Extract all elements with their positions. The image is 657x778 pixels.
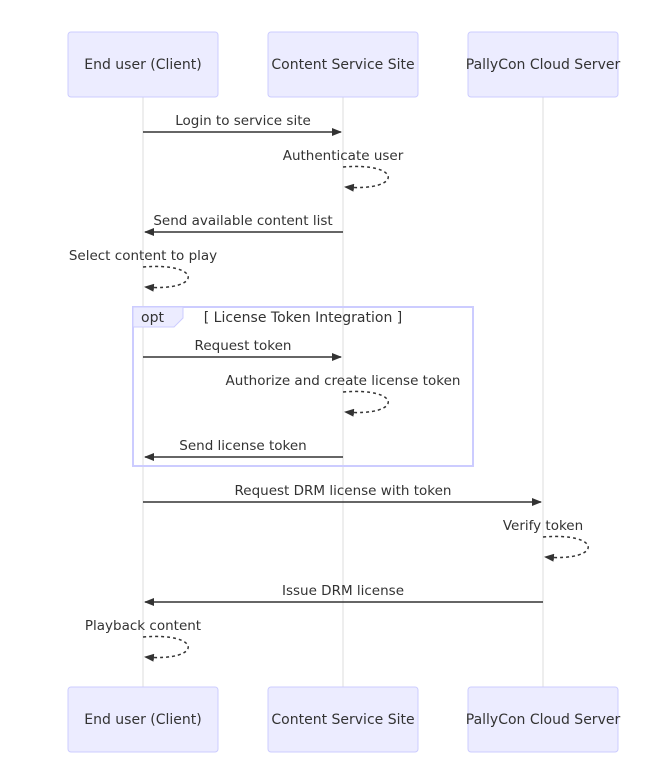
opt-tab xyxy=(132,306,184,328)
message-select-content-loop xyxy=(142,265,189,292)
message-content-list: Send available content list xyxy=(144,213,343,236)
message-send-token-label: Send license token xyxy=(179,438,306,454)
actor-site-bottom: Content Service Site xyxy=(267,686,419,753)
message-request-drm: Request DRM license with token xyxy=(143,483,542,506)
message-request-drm-label: Request DRM license with token xyxy=(235,483,452,499)
message-authorize-loop xyxy=(342,390,389,417)
message-authenticate: Authenticate user xyxy=(283,148,404,192)
message-content-list-label: Send available content list xyxy=(153,213,332,229)
opt-keyword: opt xyxy=(141,310,164,326)
opt-fragment: opt [ License Token Integration ] xyxy=(132,306,474,467)
message-issue-drm-label: Issue DRM license xyxy=(282,583,404,599)
message-authenticate-label: Authenticate user xyxy=(283,148,404,164)
actor-cloud-top: PallyCon Cloud Server xyxy=(466,31,621,98)
actor-cloud-label: PallyCon Cloud Server xyxy=(466,712,621,728)
message-playback: Playback content xyxy=(85,618,201,662)
actor-site-label: Content Service Site xyxy=(271,57,414,73)
message-authorize: Authorize and create license token xyxy=(226,373,461,417)
message-select-content-label: Select content to play xyxy=(69,248,217,264)
actor-client-label: End user (Client) xyxy=(84,712,202,728)
message-playback-loop xyxy=(142,635,189,662)
opt-condition: [ License Token Integration ] xyxy=(204,310,402,326)
actor-cloud-bottom: PallyCon Cloud Server xyxy=(466,686,621,753)
message-login: Login to service site xyxy=(143,113,342,136)
actor-client-bottom: End user (Client) xyxy=(67,686,219,753)
message-verify-label: Verify token xyxy=(503,518,583,534)
message-playback-label: Playback content xyxy=(85,618,201,634)
message-request-token-label: Request token xyxy=(195,338,292,354)
message-issue-drm: Issue DRM license xyxy=(144,583,543,606)
message-select-content: Select content to play xyxy=(69,248,217,292)
message-login-label: Login to service site xyxy=(175,113,311,129)
message-request-token: Request token xyxy=(143,338,342,361)
actor-client-label: End user (Client) xyxy=(84,57,202,73)
actor-client-top: End user (Client) xyxy=(67,31,219,98)
actor-site-label: Content Service Site xyxy=(271,712,414,728)
actor-cloud-label: PallyCon Cloud Server xyxy=(466,57,621,73)
message-authenticate-loop xyxy=(342,165,389,192)
message-verify: Verify token xyxy=(503,518,589,562)
message-verify-loop xyxy=(542,535,589,562)
actor-site-top: Content Service Site xyxy=(267,31,419,98)
message-authorize-label: Authorize and create license token xyxy=(226,373,461,389)
message-send-token: Send license token xyxy=(144,438,343,461)
